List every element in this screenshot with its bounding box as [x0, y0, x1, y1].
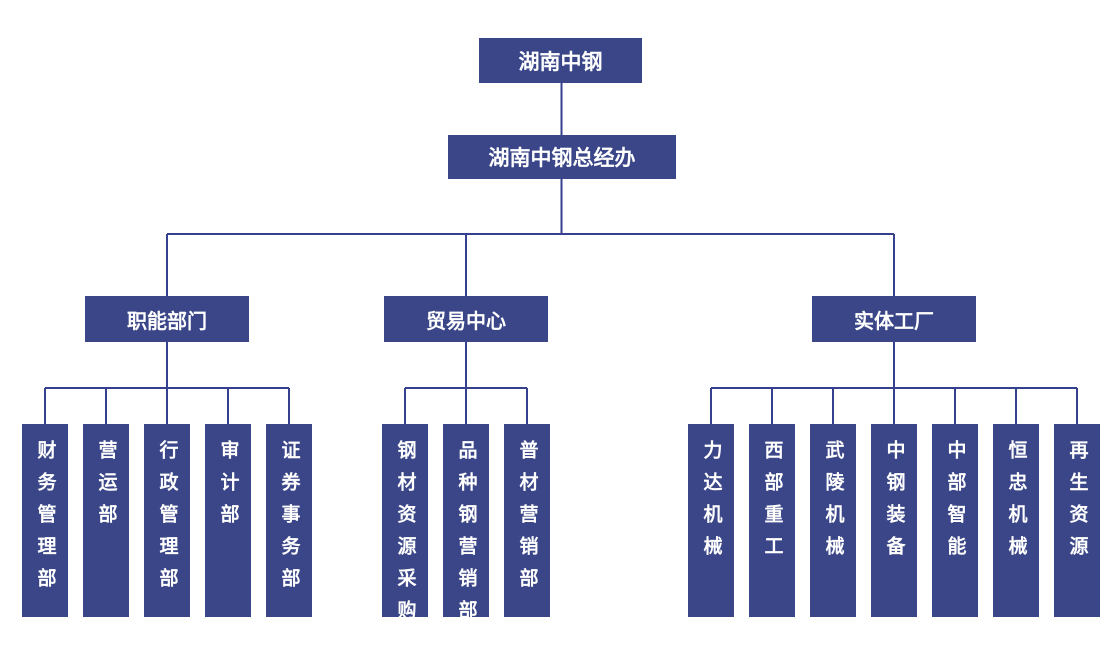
org-leaf-label: 中钢装备: [883, 440, 906, 568]
org-node-steel-resource-procurement-dept: 钢材资源采购部: [382, 424, 428, 647]
org-leaf-label: 恒忠机械: [1005, 440, 1028, 568]
org-node-western-heavy-industry: 西部重工: [749, 424, 795, 617]
org-node-hengzhong-machinery: 恒忠机械: [993, 424, 1039, 617]
org-leaf-label: 中部智能: [944, 440, 967, 568]
org-node-admin-management-dept: 行政管理部: [144, 424, 190, 617]
org-node-audit-dept: 审计部: [205, 424, 251, 617]
org-node-group-functional-departments: 职能部门: [85, 296, 249, 342]
org-node-root: 湖南中钢: [479, 38, 642, 83]
org-leaf-label: 营运部: [95, 440, 118, 536]
org-node-operations-dept: 营运部: [83, 424, 129, 617]
org-node-securities-affairs-dept: 证券事务部: [266, 424, 312, 617]
org-leaf-label: 西部重工: [761, 440, 784, 568]
org-node-specialty-steel-marketing-dept: 品种钢营销部: [443, 424, 489, 632]
org-node-general-manager-office: 湖南中钢总经办: [448, 135, 676, 179]
org-node-wuling-machinery: 武陵机械: [810, 424, 856, 617]
org-leaf-label: 证券事务部: [278, 440, 301, 600]
org-leaf-label: 再生资源: [1066, 440, 1089, 568]
org-leaf-label: 品种钢营销部: [455, 440, 478, 632]
org-node-group-physical-factories: 实体工厂: [812, 296, 976, 342]
org-node-group-trade-center: 贸易中心: [384, 296, 548, 342]
org-node-zhonggang-equipment: 中钢装备: [871, 424, 917, 617]
org-leaf-label: 武陵机械: [822, 440, 845, 568]
org-leaf-label: 力达机械: [700, 440, 723, 568]
org-node-finance-management-dept: 财务管理部: [22, 424, 68, 617]
org-node-renewable-resources: 再生资源: [1054, 424, 1100, 617]
org-node-central-intelligent: 中部智能: [932, 424, 978, 617]
org-node-lida-machinery: 力达机械: [688, 424, 734, 617]
org-leaf-label: 钢材资源采购部: [394, 440, 417, 647]
org-leaf-label: 行政管理部: [156, 440, 179, 600]
org-node-general-materials-marketing-dept: 普材营销部: [504, 424, 550, 617]
org-leaf-label: 财务管理部: [34, 440, 57, 600]
org-leaf-label: 审计部: [217, 440, 240, 536]
org-leaf-label: 普材营销部: [516, 440, 539, 600]
